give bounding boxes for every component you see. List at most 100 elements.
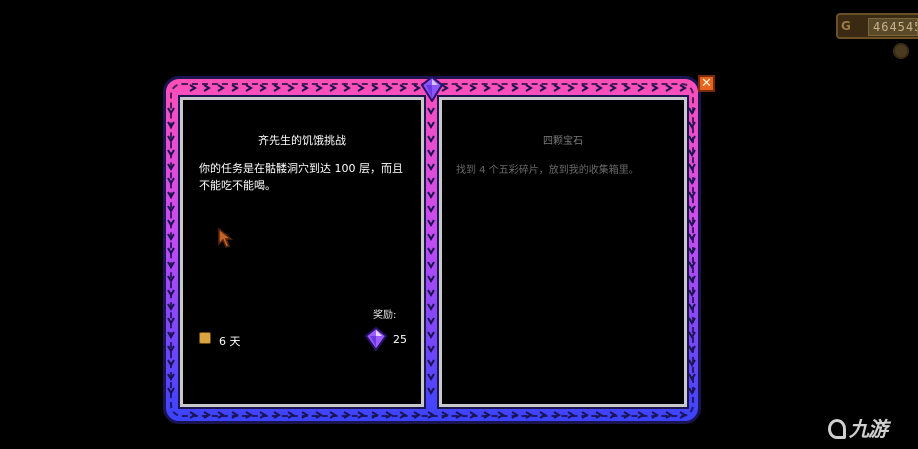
frame-chevron	[357, 84, 365, 92]
frame-chevron	[567, 411, 575, 419]
clock-icon	[199, 332, 211, 344]
frame-chevron	[167, 191, 175, 199]
frame-chevron	[483, 84, 491, 92]
frame-chevron	[167, 233, 175, 241]
frame-chevron	[688, 373, 696, 381]
frame-chevron	[441, 411, 449, 419]
frame-chevron	[167, 373, 175, 381]
frame-chevron	[483, 411, 491, 419]
frame-chevron	[427, 261, 435, 269]
reward-gem-icon	[364, 327, 388, 351]
quest-card-right[interactable]	[439, 97, 687, 407]
frame-chevron	[609, 411, 617, 419]
quest-card-left[interactable]	[180, 97, 424, 407]
frame-chevron	[651, 411, 659, 419]
cursor-icon	[218, 228, 233, 248]
frame-chevron	[167, 177, 175, 185]
journal-button[interactable]	[893, 43, 909, 59]
frame-chevron	[427, 275, 435, 283]
frame-chevron	[688, 331, 696, 339]
frame-chevron	[189, 411, 197, 419]
frame-chevron	[441, 84, 449, 92]
frame-chevron	[497, 411, 505, 419]
frame-chevron	[539, 411, 547, 419]
frame-chevron	[427, 359, 435, 367]
frame-chevron	[167, 345, 175, 353]
frame-chevron	[399, 84, 407, 92]
frame-chevron	[217, 411, 225, 419]
frame-chevron	[427, 387, 435, 395]
frame-chevron	[679, 84, 687, 92]
frame-chevron	[427, 191, 435, 199]
frame-chevron	[217, 84, 225, 92]
frame-chevron	[245, 84, 253, 92]
frame-chevron	[301, 84, 309, 92]
frame-chevron	[539, 84, 547, 92]
close-button[interactable]: ✕	[698, 75, 715, 92]
frame-chevron	[427, 149, 435, 157]
gold-icon: G	[841, 19, 851, 33]
frame-chevron	[427, 121, 435, 129]
money-counter: G 464545	[836, 13, 918, 39]
quest-title-right: 四颗宝石	[543, 136, 583, 147]
frame-chevron	[167, 149, 175, 157]
frame-chevron	[553, 411, 561, 419]
frame-chevron	[688, 149, 696, 157]
frame-chevron	[189, 84, 197, 92]
frame-chevron	[525, 84, 533, 92]
frame-chevron	[343, 411, 351, 419]
frame-chevron	[287, 84, 295, 92]
frame-chevron	[167, 331, 175, 339]
frame-chevron	[511, 84, 519, 92]
frame-chevron	[665, 411, 673, 419]
frame-chevron	[688, 345, 696, 353]
frame-chevron	[167, 121, 175, 129]
frame-chevron	[427, 289, 435, 297]
frame-chevron	[231, 411, 239, 419]
frame-chevron	[688, 205, 696, 213]
frame-chevron	[427, 107, 435, 115]
quest-description-right: 找到 4 个五彩碎片，放到我的收集箱里。	[456, 165, 639, 176]
frame-chevron	[167, 107, 175, 115]
frame-chevron	[301, 411, 309, 419]
frame-chevron	[595, 84, 603, 92]
watermark-logo: 九游	[828, 413, 888, 441]
frame-chevron	[469, 84, 477, 92]
frame-chevron	[427, 177, 435, 185]
frame-chevron	[315, 84, 323, 92]
frame-chevron	[167, 163, 175, 171]
frame-chevron	[623, 84, 631, 92]
frame-chevron	[688, 275, 696, 283]
frame-chevron	[688, 121, 696, 129]
frame-chevron	[329, 411, 337, 419]
frame-chevron	[259, 84, 267, 92]
frame-chevron	[371, 84, 379, 92]
frame-chevron	[455, 84, 463, 92]
frame-chevron	[581, 84, 589, 92]
frame-chevron	[427, 303, 435, 311]
frame-chevron	[427, 331, 435, 339]
frame-chevron	[167, 275, 175, 283]
gem-icon	[420, 76, 444, 102]
frame-chevron	[413, 84, 421, 92]
frame-chevron	[203, 411, 211, 419]
frame-chevron	[427, 345, 435, 353]
frame-chevron	[385, 411, 393, 419]
frame-chevron	[167, 219, 175, 227]
frame-chevron	[259, 411, 267, 419]
frame-chevron	[273, 84, 281, 92]
frame-chevron	[455, 411, 463, 419]
frame-chevron	[688, 177, 696, 185]
frame-chevron	[273, 411, 281, 419]
frame-chevron	[427, 411, 435, 419]
frame-chevron	[595, 411, 603, 419]
money-value: 464545	[868, 18, 918, 36]
frame-chevron	[167, 387, 175, 395]
frame-chevron	[343, 84, 351, 92]
quest-title: 齐先生的饥饿挑战	[258, 134, 346, 147]
frame-chevron	[637, 411, 645, 419]
frame-chevron	[581, 411, 589, 419]
frame-chevron	[609, 84, 617, 92]
frame-chevron	[688, 135, 696, 143]
